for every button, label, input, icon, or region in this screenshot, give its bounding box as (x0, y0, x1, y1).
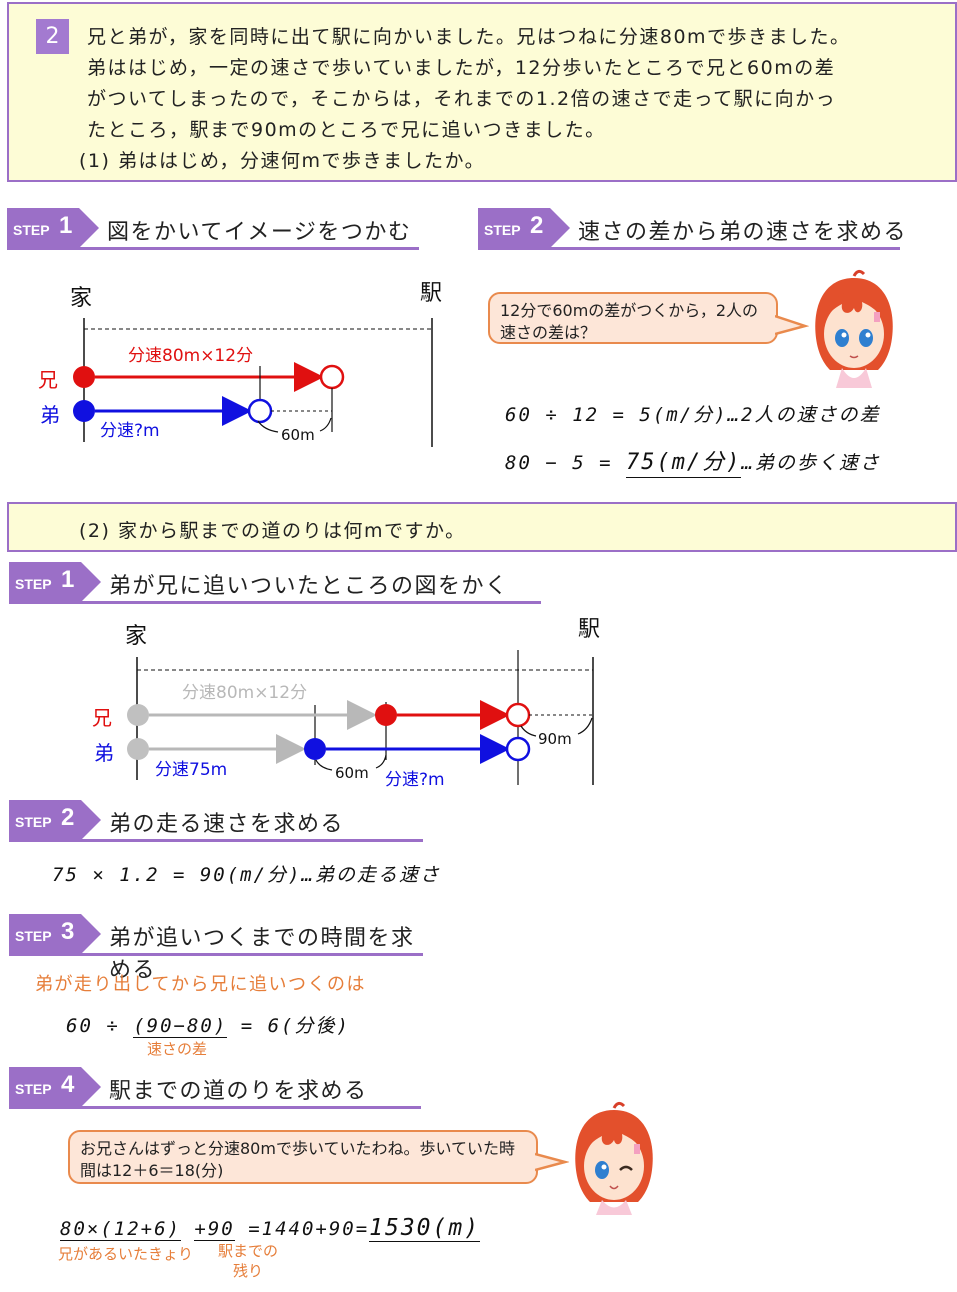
diagram-1: 家 駅 兄 弟 分速80m×12分 分速?m 60m (38, 281, 442, 447)
step-title: 速さの差から弟の速さを求める (578, 220, 908, 245)
otouto-label: 弟 (40, 403, 60, 427)
calc4-b: +90 (194, 1218, 235, 1241)
run-speed-label: 分速?m (385, 770, 445, 790)
home-label: 家 (70, 286, 92, 311)
ani-speed-label: 分速80m×12分 (182, 683, 307, 703)
step-title: 弟が兄に追いついたところの図をかく (109, 574, 509, 599)
ani-speed-label: 分速80m×12分 (128, 346, 253, 366)
note-step3: 弟が走り出してから兄に追いつくのは (35, 974, 366, 995)
step-title: 駅までの道のりを求める (109, 1079, 368, 1104)
calc4-sub-a: 兄があるいたきょり (58, 1245, 194, 1263)
diagram-2: 家 駅 兄 弟 分速80m×12分 分速75m 60m 分速?m 90m (92, 617, 600, 790)
station-label: 駅 (420, 281, 442, 306)
calc-run-speed: 75 × 1.2 = 90(m/分)…弟の走る速さ (52, 864, 441, 886)
calc-speed-diff: 60 ÷ 12 = 5(m/分)…2人の速さの差 (505, 404, 881, 426)
ani-label: 兄 (92, 706, 112, 730)
step-title: 図をかいてイメージをつかむ (107, 220, 412, 245)
girl-character-icon (815, 269, 893, 388)
hint-bubble-2: お兄さんはずっと分速80mで歩いていたわね。歩いていた時間は12＋6＝18(分) (68, 1130, 538, 1184)
girl-wink-character-icon (575, 1101, 653, 1215)
otouto-label: 弟 (94, 741, 114, 765)
problem-text: 兄と弟が，家を同時に出て駅に向かいました。兄はつねに分速80mで歩きました。 弟… (87, 26, 851, 141)
calc3-sub-label: 速さの差 (147, 1040, 208, 1058)
ani-end-dot (319, 364, 345, 390)
station-label: 駅 (578, 617, 600, 642)
gap-label: 60m (281, 426, 315, 444)
step-title: 弟が追いつくまでの時間を求める (109, 926, 415, 983)
remain-label: 90m (538, 730, 572, 748)
step-title: 弟の走る速さを求める (109, 812, 345, 837)
problem-box: 2 兄と弟が，家を同時に出て駅に向かいました。兄はつねに分速80mで歩きました。… (7, 2, 957, 182)
otouto-start-dot (73, 400, 95, 422)
calc4-a: 80×(12+6) (60, 1218, 181, 1241)
bubble-tail (775, 314, 809, 336)
calc-catchup-time: 60 ÷ (90−80) = 6(分後) (66, 1015, 350, 1038)
gap-label: 60m (335, 764, 369, 782)
ani-start-dot (73, 366, 95, 388)
problem-number: 2 (36, 19, 69, 54)
bubble-tail (535, 1152, 569, 1172)
home-label: 家 (125, 624, 147, 649)
answer-75: 75(m/分) (625, 450, 742, 478)
otouto-speed-label: 分速?m (100, 421, 160, 441)
question-2-box: (2) 家から駅までの道のりは何mですか。 (7, 502, 957, 552)
calc-total-distance: 80×(12+6) +90 =1440+90=1530(m) (60, 1215, 481, 1242)
calc4-sub-b: 駅までの 残り (218, 1242, 279, 1280)
answer-1530: 1530(m) (369, 1215, 481, 1242)
ani-label: 兄 (38, 368, 58, 392)
calc-otouto-speed: 80 − 5 = 75(m/分)…弟の歩く速さ (505, 444, 881, 478)
question-1: (1) 弟ははじめ，分速何mで歩きましたか。 (79, 150, 486, 172)
otouto-end-dot (247, 398, 273, 424)
hint-bubble-1: 12分で60mの差がつくから，2人の速さの差は？ (488, 292, 778, 344)
otouto-speed-label: 分速75m (155, 760, 227, 780)
